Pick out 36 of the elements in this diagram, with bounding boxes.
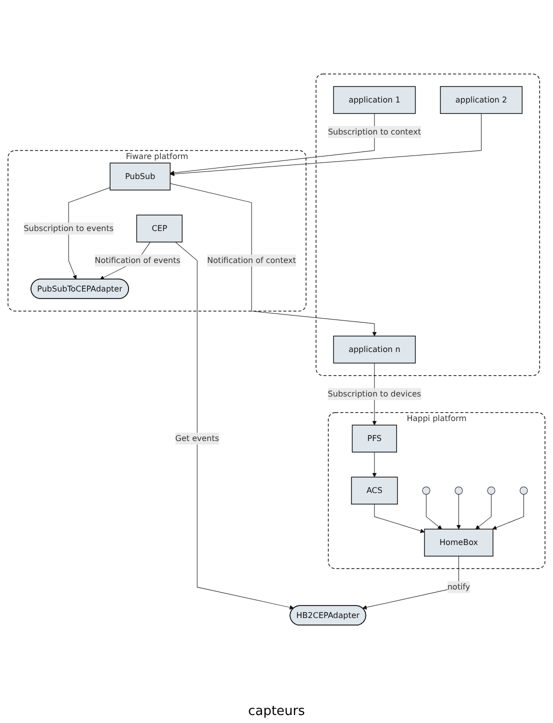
- edge-label: Notification of context: [207, 256, 296, 266]
- edge-label: Subscription to events: [24, 224, 114, 234]
- node-circle: [422, 487, 430, 496]
- cluster: [316, 74, 540, 376]
- arrow: [372, 452, 377, 478]
- node-box: [351, 477, 398, 505]
- arrow: [175, 242, 294, 610]
- note-label: capteurs: [248, 704, 305, 719]
- node-box: [424, 529, 494, 557]
- node-box: [333, 336, 416, 364]
- edge-label: Get events: [175, 434, 220, 444]
- node-box: [110, 163, 171, 191]
- edge-label: Subscription to context: [328, 127, 421, 137]
- flowchart-diagram: Happi platform Fiware platform Subscription to context Notification of context Subscription to events Notification of events Get events Subscription to devices notify application 1 application 2 application n PubSubToCEPAdapter PubSub CEP HB2CEPAdapter PFS ACS HomeBox: [4, 70, 549, 630]
- node-circle: [487, 487, 496, 496]
- edge-label: Notification of events: [94, 256, 180, 266]
- arrow: [475, 494, 492, 530]
- cluster: [8, 150, 306, 312]
- node-box: [440, 86, 523, 114]
- arrow: [68, 188, 110, 280]
- arrow: [170, 184, 377, 337]
- arrow: [170, 114, 482, 177]
- cluster: [328, 412, 546, 570]
- arrow: [456, 494, 461, 530]
- node-box: [136, 215, 183, 243]
- arrow: [374, 504, 425, 534]
- arrow: [362, 556, 459, 610]
- node-box: [333, 86, 416, 114]
- node-box: [352, 425, 397, 453]
- arrow: [426, 494, 442, 530]
- node-circle: [520, 487, 528, 496]
- edge-label: Subscription to devices: [328, 390, 422, 400]
- arrow: [170, 114, 375, 176]
- node-circle: [454, 487, 463, 496]
- arrow: [492, 494, 524, 530]
- edge-label: notify: [447, 582, 470, 592]
